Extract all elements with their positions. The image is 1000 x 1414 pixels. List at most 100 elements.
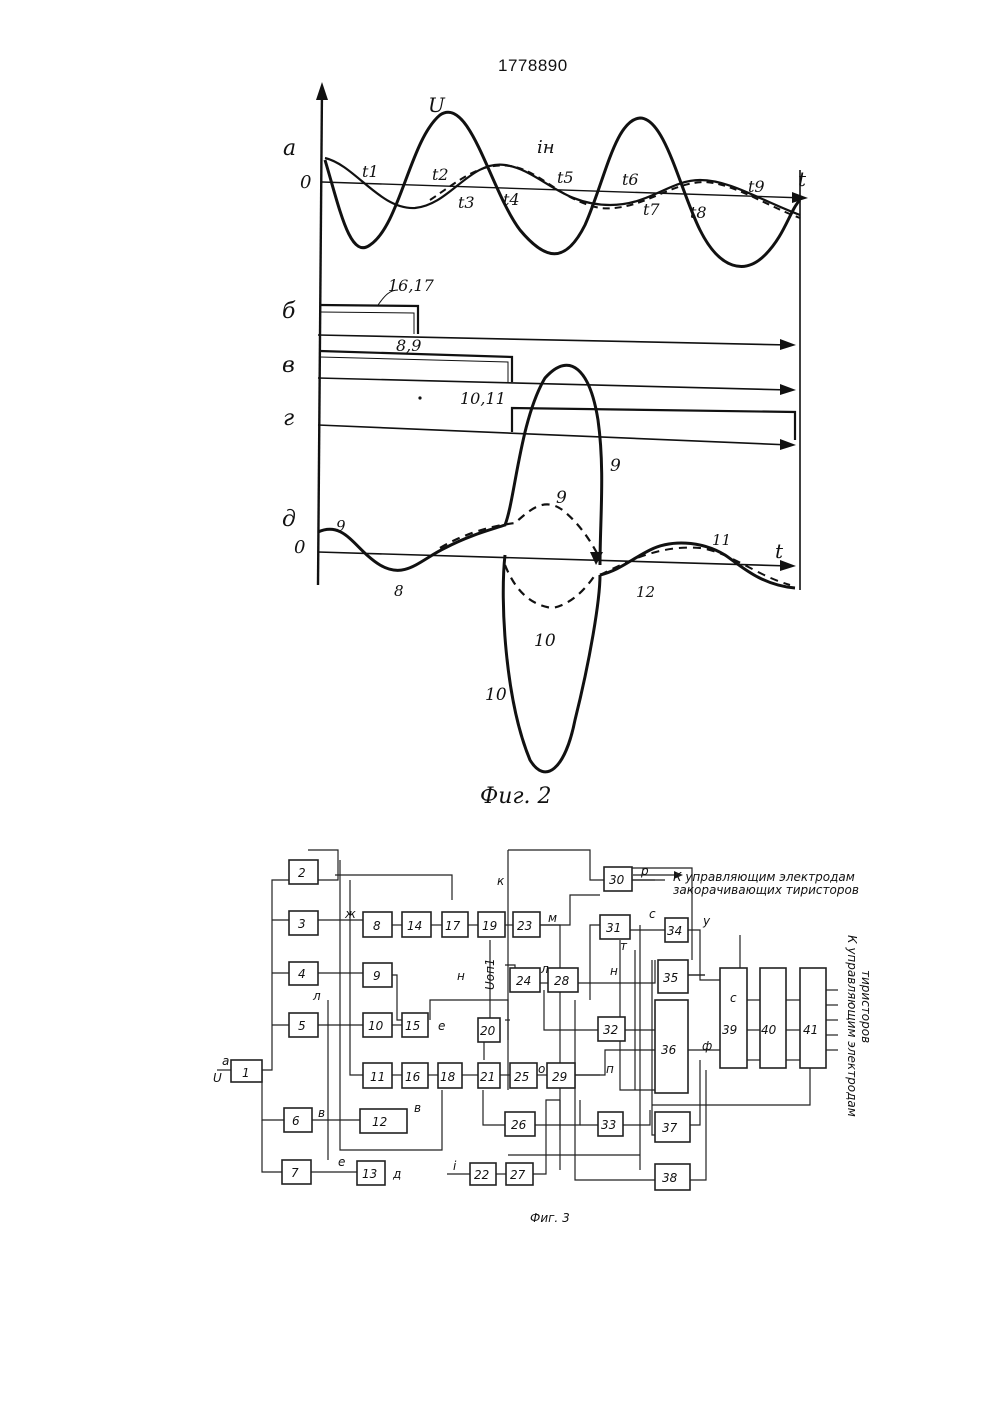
block-5: 5 xyxy=(289,1013,318,1037)
svg-text:5: 5 xyxy=(298,1019,306,1033)
svg-text:11: 11 xyxy=(370,1070,385,1084)
svg-text:35: 35 xyxy=(663,971,678,985)
block-40: 40 xyxy=(760,968,786,1068)
signal-p: р xyxy=(640,864,649,878)
svg-text:34: 34 xyxy=(667,924,682,938)
svg-text:36: 36 xyxy=(661,1043,677,1057)
signal-n2: н xyxy=(457,969,465,983)
block-21: 21 xyxy=(478,1063,500,1088)
block-19: 19 xyxy=(478,912,505,937)
block-37: 37 xyxy=(655,1112,690,1142)
svg-text:19: 19 xyxy=(482,919,497,933)
svg-text:22: 22 xyxy=(474,1168,489,1182)
block-24: 24 xyxy=(510,968,540,992)
block-10: 10 xyxy=(363,1013,392,1037)
svg-text:15: 15 xyxy=(405,1019,420,1033)
block-33: 33 xyxy=(598,1112,623,1136)
block-9: 9 xyxy=(363,963,392,987)
block-36: 36 xyxy=(655,1000,688,1093)
svg-text:33: 33 xyxy=(601,1118,616,1132)
block-7: 7 xyxy=(282,1160,311,1184)
block-22: 22 xyxy=(470,1163,496,1185)
block-6: 6 xyxy=(284,1108,312,1132)
svg-text:31: 31 xyxy=(606,921,621,935)
block-39: 39 xyxy=(720,968,747,1068)
block-15: 15 xyxy=(402,1013,428,1037)
block-27: 27 xyxy=(506,1163,533,1185)
svg-text:25: 25 xyxy=(514,1070,529,1084)
block-25: 25 xyxy=(510,1063,537,1088)
svg-text:6: 6 xyxy=(292,1114,300,1128)
signal-o: о xyxy=(538,1062,545,1076)
block-12: 12 xyxy=(360,1109,407,1133)
signal-l: л xyxy=(540,962,549,976)
block-35: 35 xyxy=(658,960,688,993)
signal-uon: Uоп1 xyxy=(483,958,497,990)
svg-text:21: 21 xyxy=(480,1070,495,1084)
svg-text:39: 39 xyxy=(722,1023,737,1037)
svg-text:4: 4 xyxy=(298,967,306,981)
svg-text:24: 24 xyxy=(516,974,531,988)
figure-3-caption: Фиг. 3 xyxy=(530,1211,570,1225)
block-41: 41 xyxy=(800,968,826,1068)
signal-v: в xyxy=(414,1101,421,1115)
block-11: 11 xyxy=(363,1063,392,1088)
block-14: 14 xyxy=(402,912,431,937)
signal-g: д xyxy=(392,1167,401,1181)
svg-text:17: 17 xyxy=(445,919,461,933)
block-1: 1 xyxy=(231,1060,262,1082)
output-right-line-1: К управляющим электродам xyxy=(845,935,859,1117)
input-a-label: а xyxy=(222,1054,229,1068)
signal-v2: в xyxy=(318,1106,325,1120)
signal-s: с xyxy=(649,907,656,921)
block-18: 18 xyxy=(438,1063,462,1088)
svg-text:13: 13 xyxy=(362,1167,377,1181)
block-17: 17 xyxy=(442,912,468,937)
svg-text:8: 8 xyxy=(373,919,381,933)
block-26: 26 xyxy=(505,1112,535,1136)
block-13: 13 xyxy=(357,1161,385,1185)
output-right-line-2: тиристоров xyxy=(859,970,873,1043)
svg-text:29: 29 xyxy=(552,1070,567,1084)
block-4: 4 xyxy=(289,962,318,985)
signal-k: к xyxy=(497,874,505,888)
svg-text:28: 28 xyxy=(554,974,570,988)
block-28: 28 xyxy=(548,968,578,992)
input-u-label: U xyxy=(213,1071,222,1085)
block-34: 34 xyxy=(665,918,688,942)
block-3: 3 xyxy=(289,911,318,935)
block-2: 2 xyxy=(289,860,318,884)
signal-m: м xyxy=(548,911,557,925)
signal-c: с xyxy=(730,991,737,1005)
signal-t: т xyxy=(620,939,628,953)
block-8: 8 xyxy=(363,912,392,937)
svg-text:30: 30 xyxy=(609,873,625,887)
signal-u: у xyxy=(702,914,711,928)
svg-text:40: 40 xyxy=(761,1023,777,1037)
svg-text:27: 27 xyxy=(510,1168,526,1182)
svg-text:16: 16 xyxy=(405,1070,421,1084)
svg-text:1: 1 xyxy=(242,1066,250,1080)
input-i-label: i xyxy=(453,1159,457,1173)
block-38: 38 xyxy=(655,1164,690,1190)
output-top-line-2: закорачивающих тиристоров xyxy=(673,883,859,897)
signal-e: е xyxy=(438,1019,445,1033)
block-16: 16 xyxy=(402,1063,428,1088)
signal-z: л xyxy=(312,989,321,1003)
block-30: 30 xyxy=(604,867,632,891)
block-20: 20 xyxy=(478,1018,500,1042)
output-top-line-1: К управляющим электродам xyxy=(673,870,855,884)
block-23: 23 xyxy=(513,912,540,937)
block-29: 29 xyxy=(547,1063,575,1088)
svg-text:2: 2 xyxy=(298,866,306,880)
signal-zh: ж xyxy=(344,907,356,921)
svg-text:3: 3 xyxy=(298,917,306,931)
svg-text:10: 10 xyxy=(368,1019,384,1033)
svg-text:37: 37 xyxy=(662,1121,678,1135)
svg-text:32: 32 xyxy=(603,1023,618,1037)
signal-pp: п xyxy=(606,1062,614,1076)
svg-text:18: 18 xyxy=(440,1070,456,1084)
signal-n: н xyxy=(610,964,618,978)
svg-text:41: 41 xyxy=(803,1023,818,1037)
